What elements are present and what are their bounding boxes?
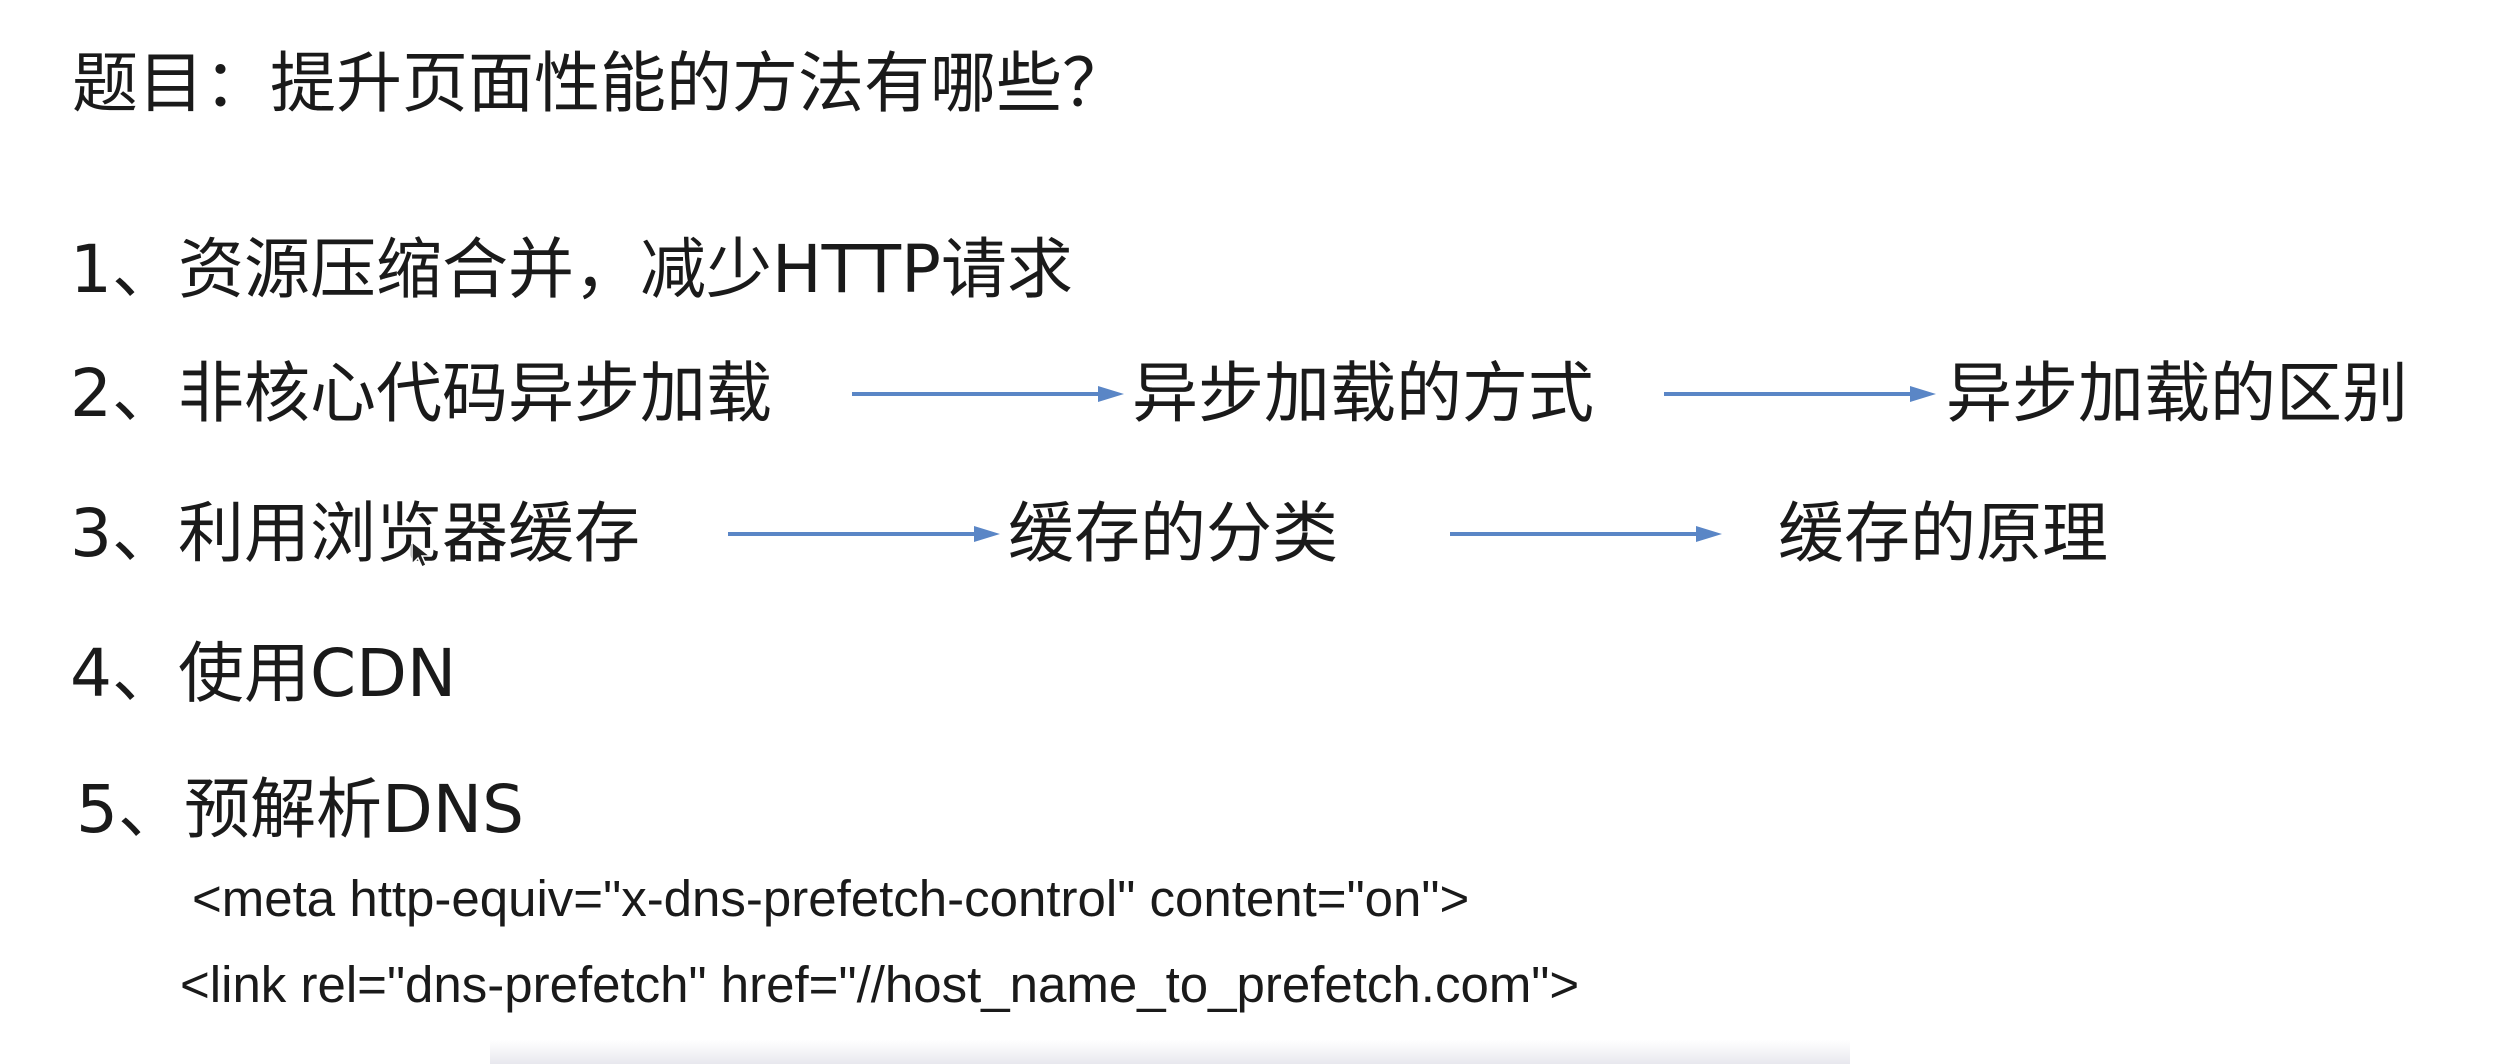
- list-item-5: 5、预解析DNS: [76, 760, 876, 860]
- list-item-4-text: 4、使用CDN: [70, 635, 457, 712]
- code-line-meta: <meta http-equiv="x-dns-prefetch-control…: [192, 870, 1470, 927]
- list-item-2: 2、非核心代码异步加载 异步加载的方式 异步加载的区别: [70, 344, 2510, 444]
- arrow-right-icon: [728, 526, 1000, 542]
- mouse-cursor-icon: [410, 540, 433, 569]
- flow-step-async-differences: 异步加载的区别: [1946, 355, 2408, 432]
- bottom-fade: [490, 1040, 1850, 1064]
- list-item-2-text: 2、非核心代码异步加载: [70, 355, 772, 432]
- flow-step-async-methods: 异步加载的方式: [1132, 355, 1594, 432]
- arrow-right-icon: [1664, 386, 1936, 402]
- question-title: 题目：提升页面性能的方法有哪些？: [72, 45, 1128, 122]
- list-item-3-text: 3、利用浏览器缓存: [70, 495, 640, 572]
- list-item-3: 3、利用浏览器缓存 缓存的分类 缓存的原理: [70, 484, 2510, 584]
- flow-step-cache-types: 缓存的分类: [1008, 495, 1338, 572]
- code-line-link: <link rel="dns-prefetch" href="//host_na…: [180, 956, 1580, 1013]
- list-item-4: 4、使用CDN: [70, 624, 870, 724]
- list-item-5-text: 5、预解析DNS: [76, 771, 525, 848]
- list-item-1-text: 1、资源压缩合并，减少HTTP请求: [70, 231, 1073, 308]
- arrow-right-icon: [852, 386, 1124, 402]
- arrow-right-icon: [1450, 526, 1722, 542]
- flow-step-cache-principle: 缓存的原理: [1778, 495, 2108, 572]
- list-item-1: 1、资源压缩合并，减少HTTP请求: [70, 220, 1270, 320]
